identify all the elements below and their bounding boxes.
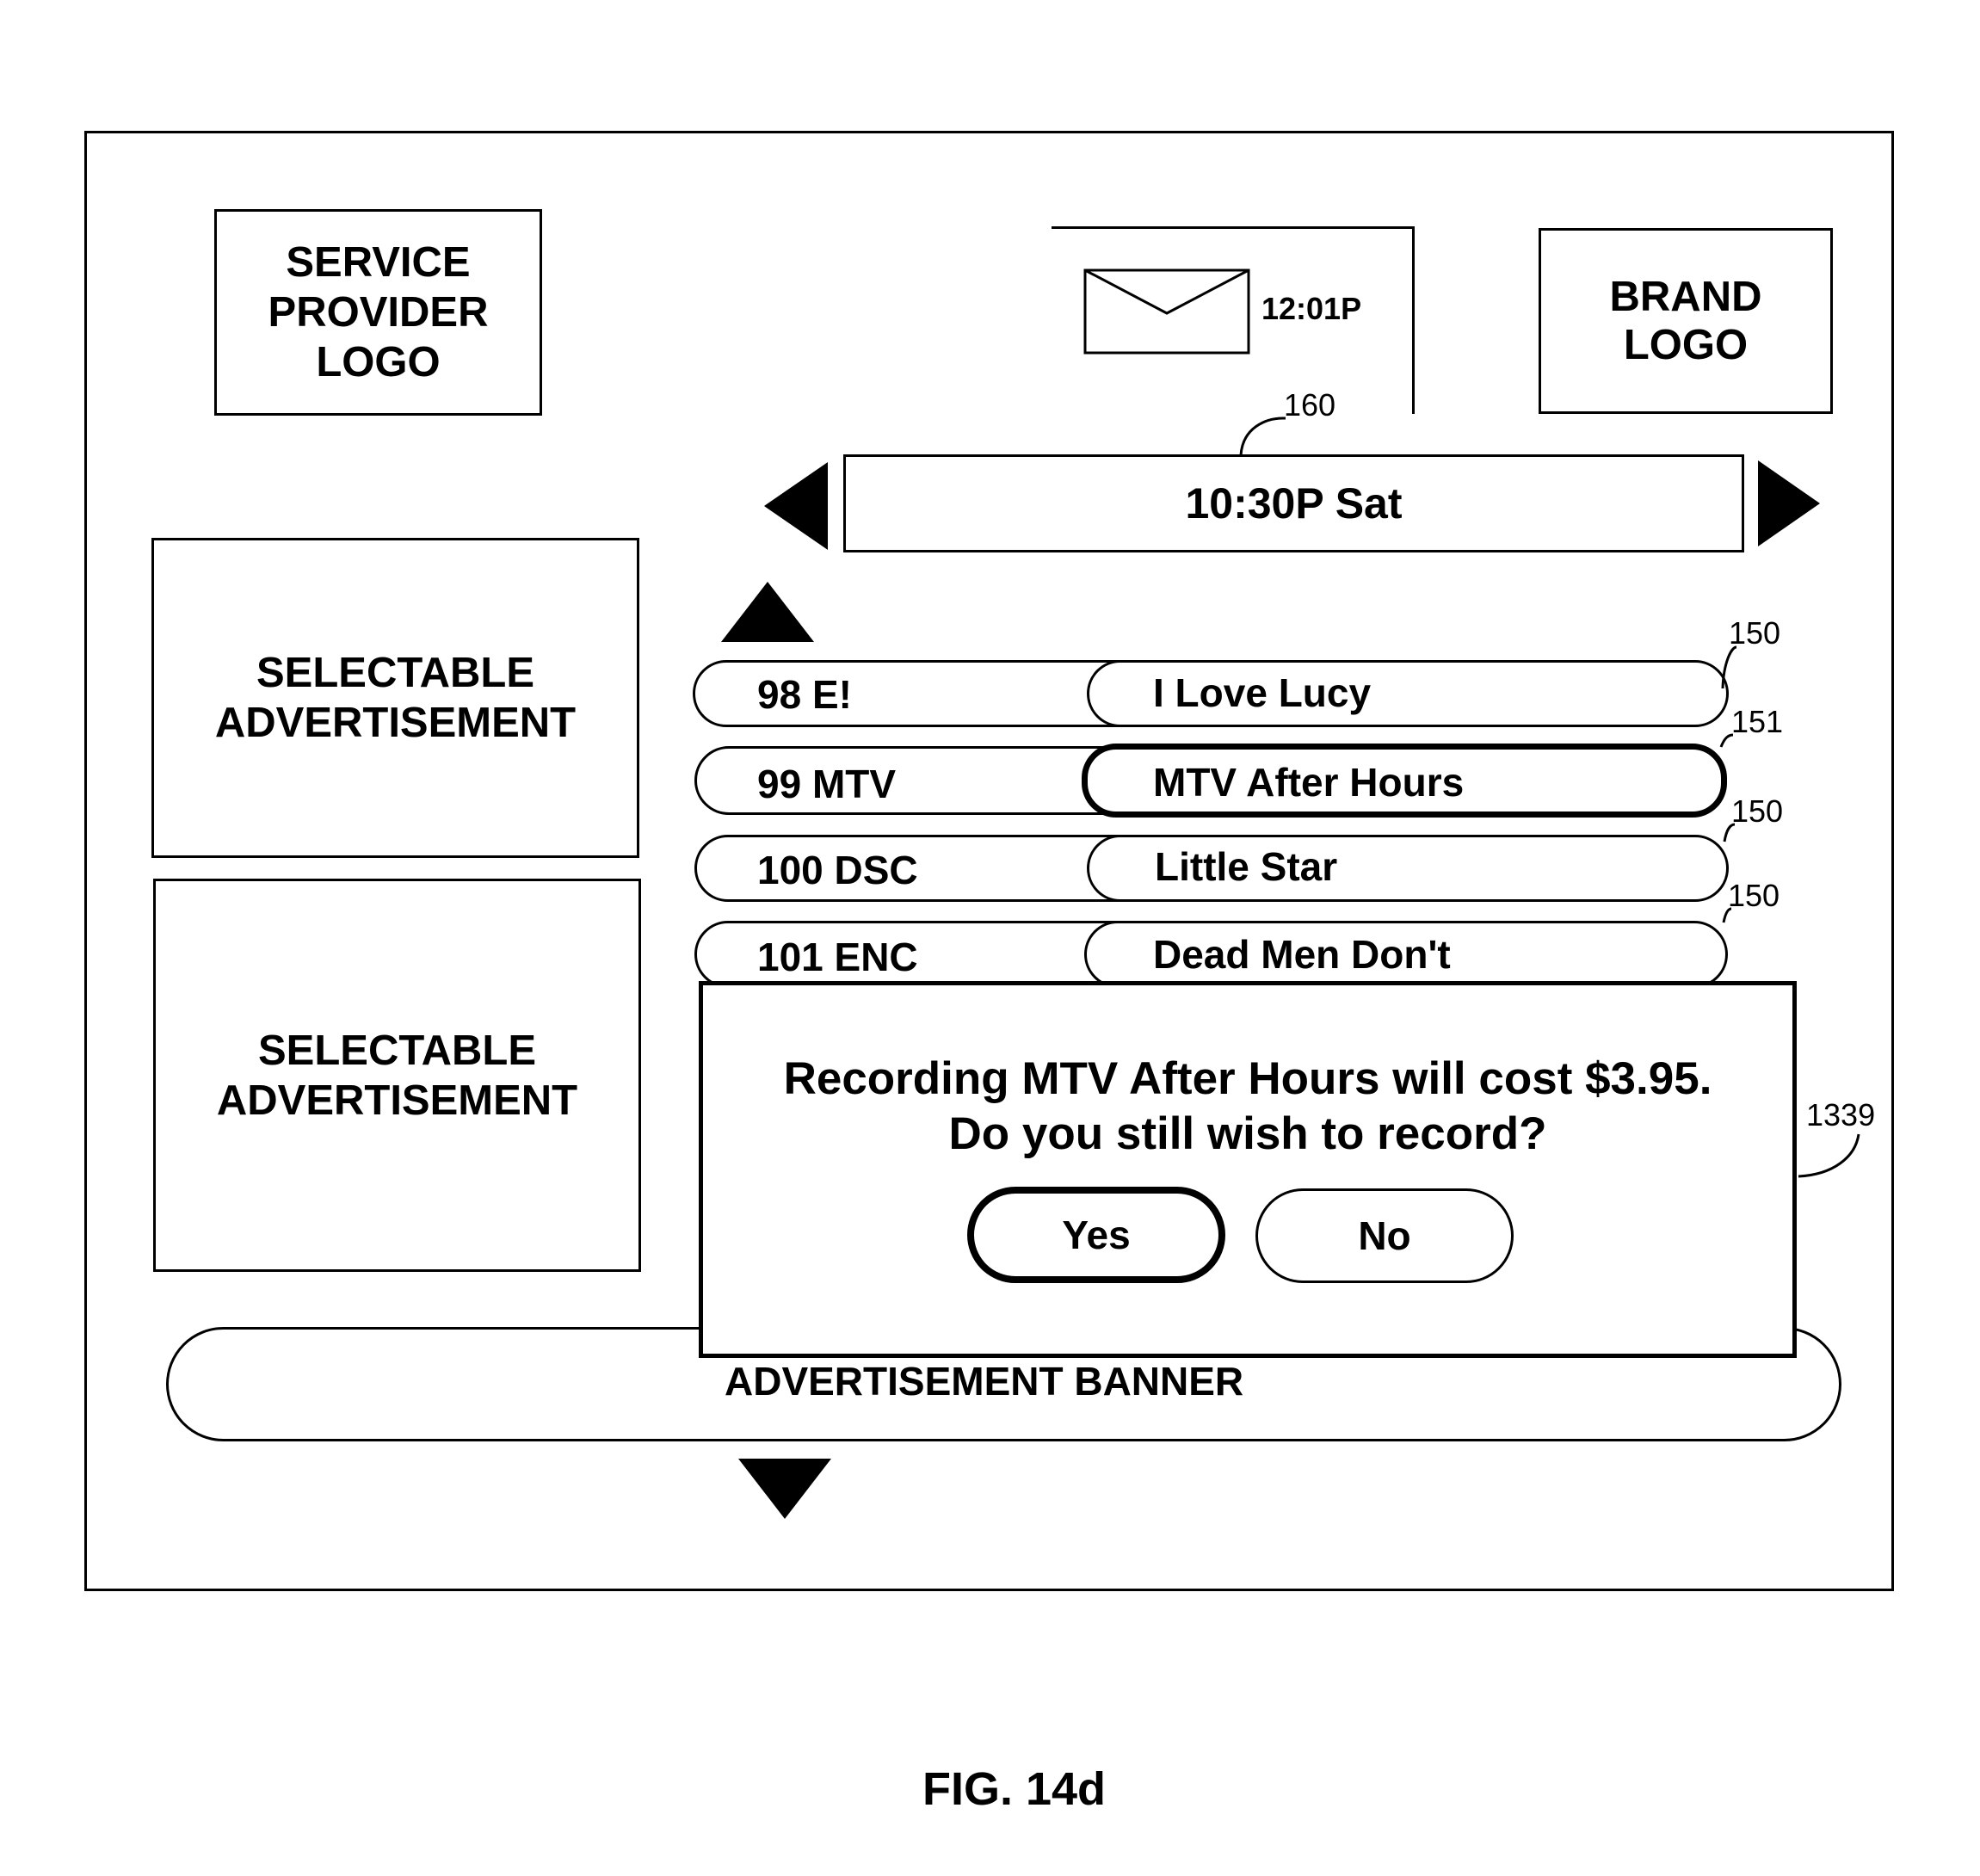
leader-1339 — [1798, 1134, 1859, 1176]
leader-150-c — [1724, 909, 1731, 923]
leader-151 — [1721, 735, 1733, 747]
leader-160 — [1241, 418, 1286, 455]
leader-150-a — [1723, 647, 1736, 688]
figure-caption: FIG. 14d — [922, 1762, 1106, 1816]
leader-150-b — [1724, 824, 1735, 842]
